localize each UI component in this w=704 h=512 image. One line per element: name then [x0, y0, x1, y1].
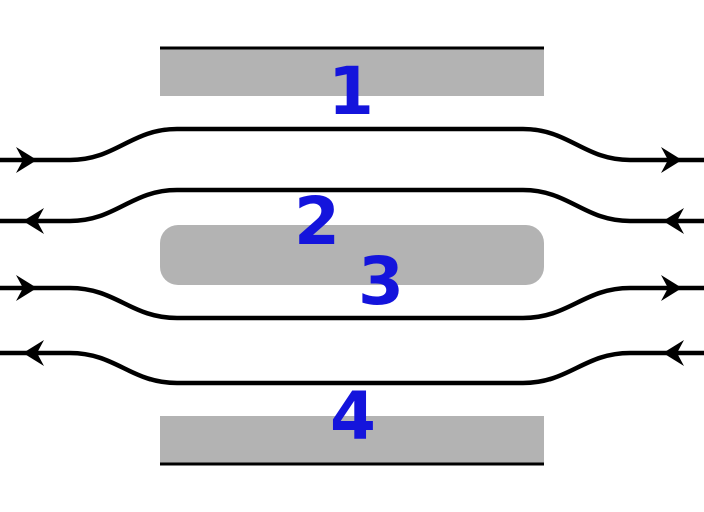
- platform-3-label: 3: [358, 243, 404, 320]
- platform-2-label: 2: [294, 183, 340, 260]
- arrow-left-icon: [23, 208, 44, 234]
- platform-1-label: 1: [328, 53, 374, 130]
- arrow-left-icon: [663, 340, 684, 366]
- side-platform-top: [160, 49, 544, 96]
- track-4-line: [0, 350, 704, 386]
- platform-4-label: 4: [330, 378, 376, 455]
- track-2-line: [0, 187, 704, 224]
- side-platform-bottom: [160, 416, 544, 463]
- track-3-line: [0, 285, 704, 321]
- island-platform: [160, 225, 544, 285]
- arrow-right-icon: [16, 275, 37, 301]
- track-1-line: [0, 126, 704, 163]
- arrow-right-icon: [661, 147, 682, 173]
- arrow-right-icon: [661, 275, 682, 301]
- arrow-left-icon: [23, 340, 44, 366]
- arrow-left-icon: [663, 208, 684, 234]
- arrow-right-icon: [16, 147, 37, 173]
